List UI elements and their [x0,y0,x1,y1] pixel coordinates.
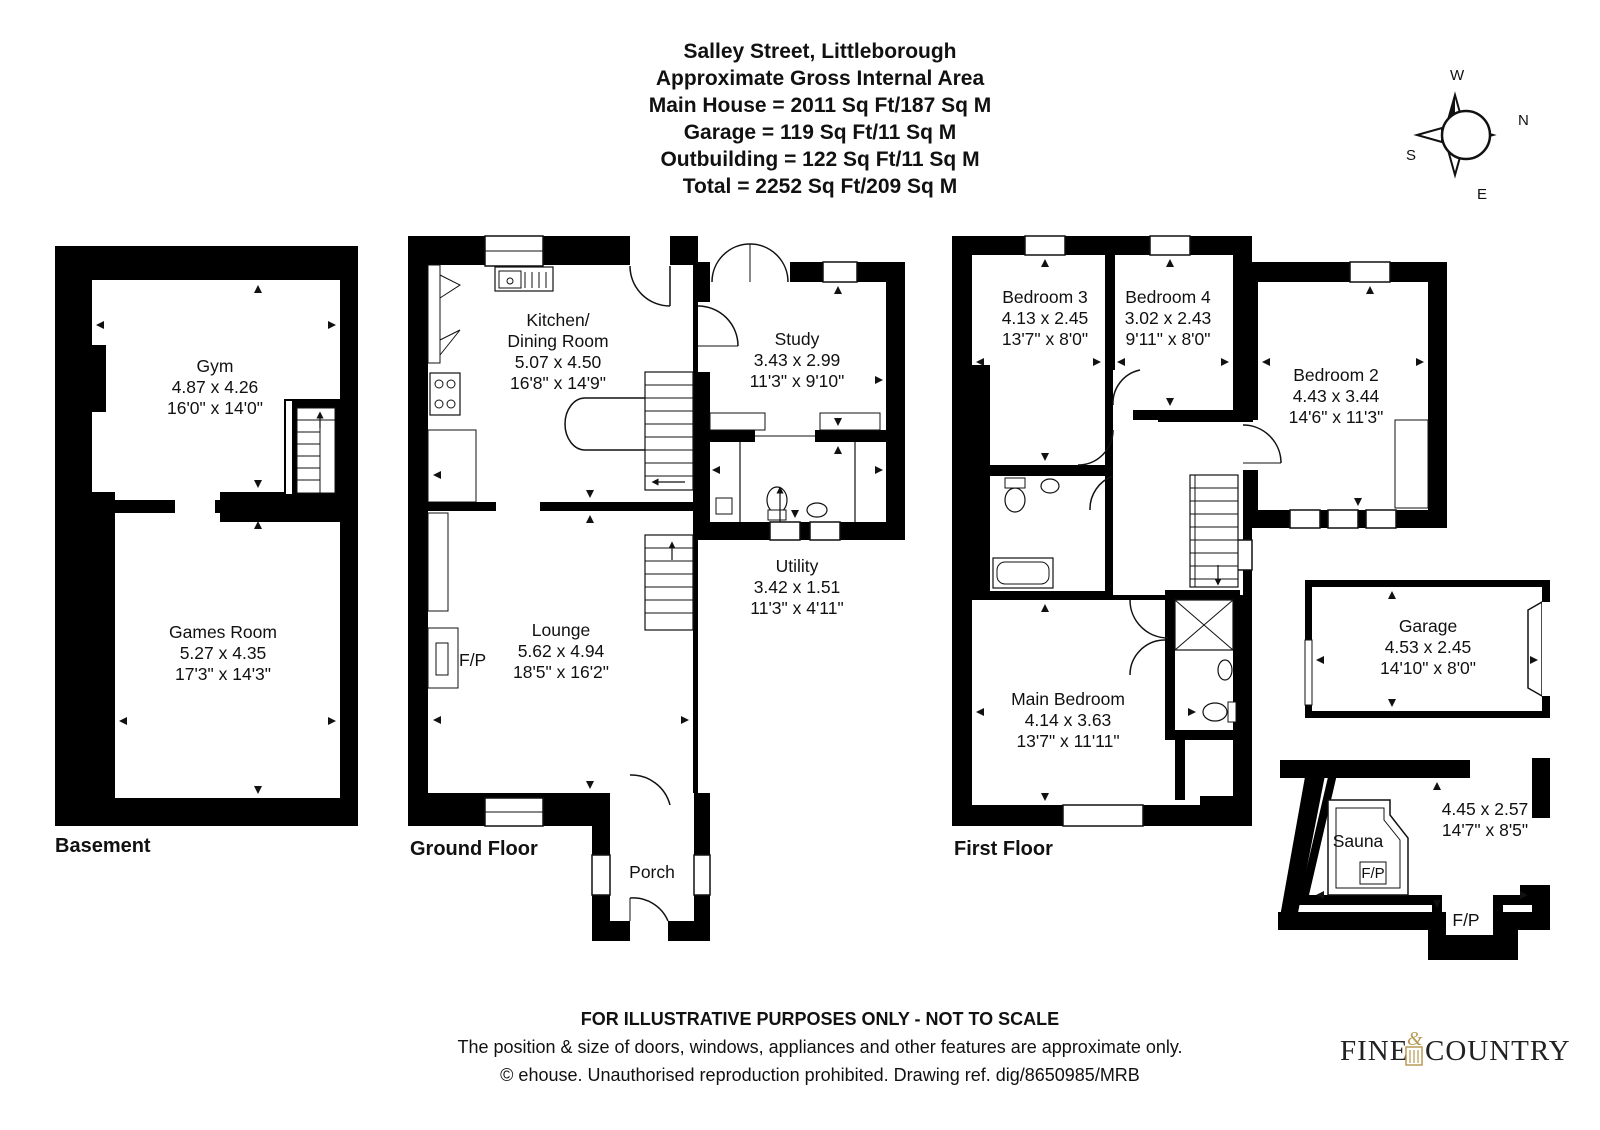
bed3-imperial: 13'7" x 8'0" [1002,329,1088,349]
garage-imperial: 14'10" x 8'0" [1380,658,1476,678]
floor-label-basement: Basement [55,835,151,857]
floor-label-first: First Floor [954,838,1053,860]
lounge-imperial: 18'5" x 16'2" [513,662,609,682]
gym-metric: 4.87 x 4.26 [172,377,259,397]
sauna-label: Sauna [1333,831,1384,851]
bed2-label: Bedroom 2 [1293,365,1379,385]
fine-country-logo: FINE & COUNTRY [1340,1028,1571,1067]
bed4-label: Bedroom 4 [1125,287,1211,307]
plan-title: Salley Street, Littleborough [683,40,956,63]
utility-metric: 3.42 x 1.51 [754,577,841,597]
copyright: © ehouse. Unauthorised reproduction proh… [500,1065,1140,1085]
kitchen-imperial: 16'8" x 14'9" [510,373,606,393]
porch-label: Porch [629,862,675,882]
compass-icon: W N S E [1406,67,1529,203]
lounge-label: Lounge [532,620,590,640]
lounge-fireplace: F/P [459,650,486,670]
utility-imperial: 11'3" x 4'11" [750,598,843,618]
kitchen-label-2: Dining Room [507,331,608,351]
area-main-house: Main House = 2011 Sq Ft/187 Sq M [649,94,992,117]
utility-label: Utility [776,556,819,576]
area-total: Total = 2252 Sq Ft/209 Sq M [683,175,957,198]
outbuilding-fireplace: F/P [1452,910,1479,930]
main-bed-label: Main Bedroom [1011,689,1125,709]
compass-west: W [1450,67,1465,84]
area-garage: Garage = 119 Sq Ft/11 Sq M [684,121,957,144]
games-metric: 5.27 x 4.35 [180,643,267,663]
sauna-fireplace: F/P [1361,865,1384,882]
logo-amp: & [1407,1028,1423,1050]
study-label: Study [775,329,820,349]
basement-plan: Gym 4.87 x 4.26 16'0" x 14'0" Games Room… [55,246,358,857]
study-metric: 3.43 x 2.99 [754,350,841,370]
study-imperial: 11'3" x 9'10" [750,371,845,391]
ground-floor-plan: Kitchen/ Dining Room 5.07 x 4.50 16'8" x… [408,235,905,941]
first-floor-plan: Bedroom 3 4.13 x 2.45 13'7" x 8'0" Bedro… [952,235,1447,860]
main-bed-metric: 4.14 x 3.63 [1025,710,1112,730]
lounge-metric: 5.62 x 4.94 [518,641,605,661]
area-outbuilding: Outbuilding = 122 Sq Ft/11 Sq M [660,148,979,171]
games-imperial: 17'3" x 14'3" [175,664,271,684]
plan-subtitle: Approximate Gross Internal Area [656,67,985,90]
bed2-imperial: 14'6" x 11'3" [1289,407,1384,427]
garage-plan: Garage 4.53 x 2.45 14'10" x 8'0" [1304,580,1550,718]
games-label: Games Room [169,622,277,642]
garage-metric: 4.53 x 2.45 [1385,637,1472,657]
gym-imperial: 16'0" x 14'0" [167,398,263,418]
compass-south: S [1406,147,1416,164]
kitchen-label-1: Kitchen/ [526,310,589,330]
gym-label: Gym [197,356,234,376]
logo-left: FINE [1340,1035,1408,1067]
compass-north: N [1518,112,1529,129]
footer-note: The position & size of doors, windows, a… [457,1037,1182,1057]
bed2-metric: 4.43 x 3.44 [1293,386,1380,406]
bed3-label: Bedroom 3 [1002,287,1088,307]
logo-right: COUNTRY [1425,1035,1571,1067]
header: Salley Street, Littleborough Approximate… [649,40,992,198]
bed4-imperial: 9'11" x 8'0" [1126,329,1211,349]
garage-label: Garage [1399,616,1457,636]
bed4-metric: 3.02 x 2.43 [1125,308,1212,328]
main-bed-imperial: 13'7" x 11'11" [1016,731,1119,751]
kitchen-metric: 5.07 x 4.50 [515,352,602,372]
floor-label-ground: Ground Floor [410,838,538,860]
disclaimer: FOR ILLUSTRATIVE PURPOSES ONLY - NOT TO … [581,1009,1059,1029]
outbuilding-plan: 4.45 x 2.57 14'7" x 8'5" Sauna F/P F/P [1278,758,1550,960]
footer: FOR ILLUSTRATIVE PURPOSES ONLY - NOT TO … [457,1009,1182,1085]
outbuilding-imperial: 14'7" x 8'5" [1442,820,1528,840]
outbuilding-metric: 4.45 x 2.57 [1442,799,1529,819]
bed3-metric: 4.13 x 2.45 [1002,308,1089,328]
compass-east: E [1477,186,1487,203]
